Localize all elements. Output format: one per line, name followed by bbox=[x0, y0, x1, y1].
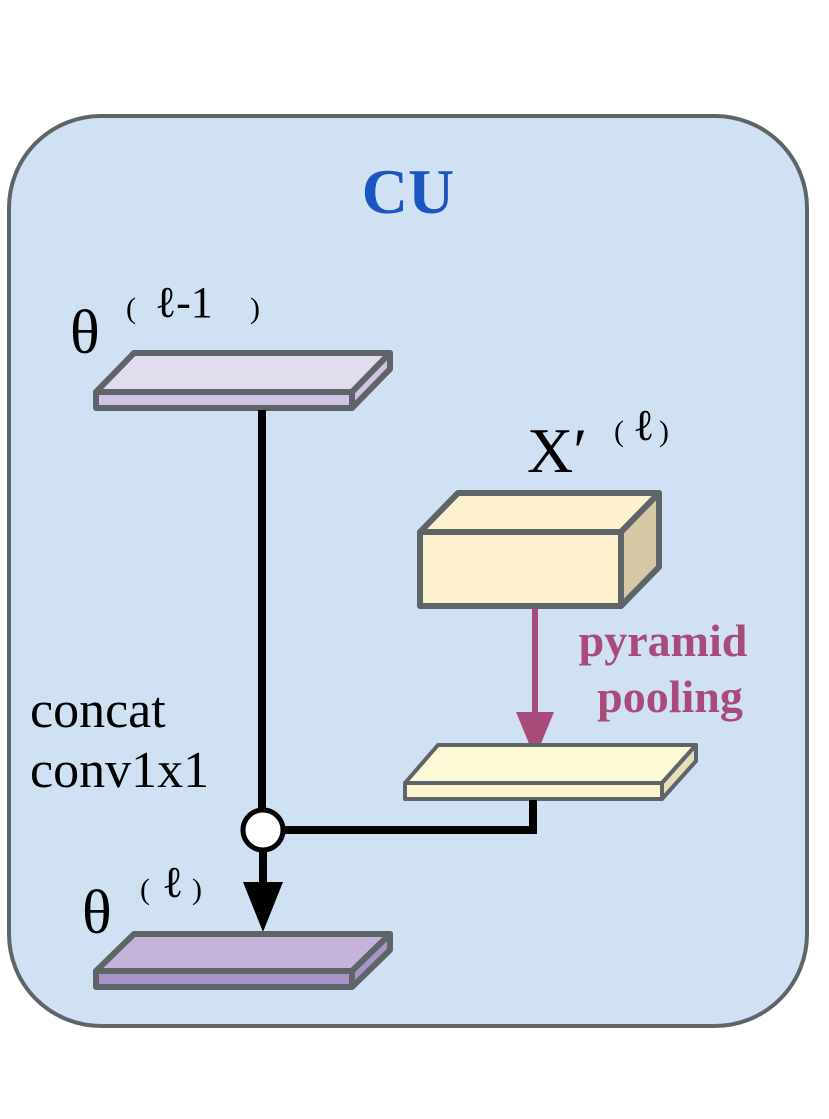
x-prime-superscript: ℓ bbox=[633, 401, 654, 450]
theta-next-slab bbox=[93, 931, 393, 990]
x-prime-paren-close: ) bbox=[659, 415, 669, 448]
x-prime-paren-open: ( bbox=[614, 415, 624, 448]
x-prime-cube bbox=[417, 490, 662, 609]
theta-next-symbol: θ bbox=[82, 879, 112, 947]
x-prime-symbol: X′ bbox=[527, 415, 587, 486]
panel-title: CU bbox=[362, 156, 454, 227]
pyramid-pooling-label-line2: pooling bbox=[597, 671, 743, 722]
concat-junction-node bbox=[240, 807, 286, 853]
theta-prev-slab bbox=[93, 350, 393, 411]
flow-line-pooled-to-junction bbox=[283, 800, 537, 834]
theta-next-superscript: ℓ bbox=[162, 858, 183, 907]
theta-prev-symbol: θ bbox=[70, 299, 100, 367]
theta-prev-paren-close: ) bbox=[250, 292, 260, 325]
cu-panel bbox=[7, 114, 809, 1028]
pooled-feature-slab bbox=[403, 743, 698, 801]
output-arrowhead bbox=[243, 882, 283, 932]
theta-next-paren-close: ) bbox=[192, 873, 202, 906]
theta-prev-paren-open: ( bbox=[126, 292, 136, 325]
concat-label-line2: conv1x1 bbox=[30, 742, 209, 799]
pyramid-pooling-arrowhead bbox=[516, 712, 554, 758]
theta-next-paren-open: ( bbox=[140, 873, 150, 906]
pyramid-pooling-label-line1: pyramid bbox=[579, 615, 748, 666]
theta-prev-superscript: ℓ-1 bbox=[155, 278, 213, 327]
concat-label-line1: concat bbox=[30, 682, 166, 739]
